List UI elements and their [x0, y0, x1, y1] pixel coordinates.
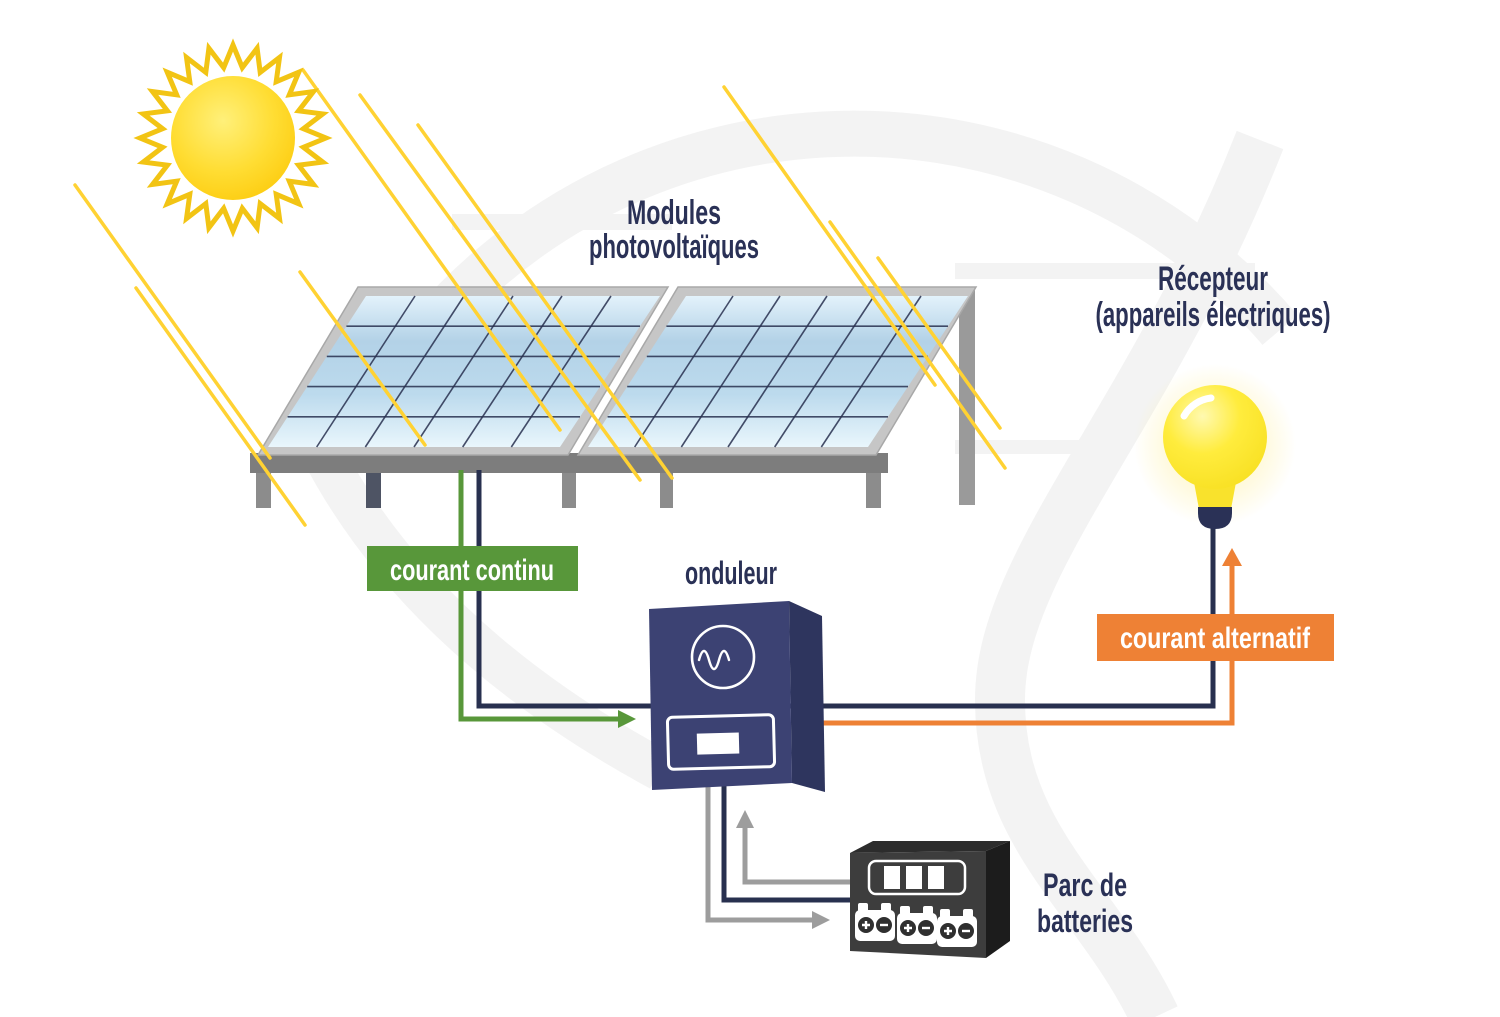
sun-spike-ring	[133, 38, 333, 238]
green-arrowhead	[618, 710, 636, 728]
battery-indicator-cell	[884, 866, 900, 889]
panel-grid-line	[820, 295, 922, 448]
sun-body	[171, 76, 295, 200]
sun-ray	[416, 123, 674, 480]
battery-label-line1: Parc de	[1043, 867, 1127, 903]
panel-grid-line	[413, 295, 514, 448]
ac-label-box	[1097, 614, 1334, 661]
panel-grid-line	[364, 295, 465, 448]
sun-ray	[134, 286, 307, 527]
flow-arrowheads	[618, 548, 1242, 929]
sun-ray	[298, 270, 427, 447]
battery-bank	[850, 841, 1010, 958]
gray-up-arrowhead	[736, 810, 754, 828]
panel-grid-line	[315, 295, 416, 448]
sun-ray	[876, 256, 1002, 430]
watermark-bar	[955, 440, 1105, 454]
gray-right-arrowhead	[812, 911, 830, 929]
solar-panel-array	[256, 286, 978, 456]
inverter-box	[649, 601, 825, 792]
battery-label-line2: batteries	[1037, 903, 1133, 939]
support-post-right	[959, 289, 975, 505]
bulb-highlight	[1180, 394, 1215, 420]
watermark-swoosh-right	[974, 130, 1284, 1017]
inverter-to-battery-line	[705, 780, 814, 923]
battery-indicator-frame	[867, 859, 967, 896]
plus-glyph	[944, 927, 952, 935]
battery-icons	[855, 903, 977, 947]
plus-glyph	[904, 924, 912, 932]
inverter-display-frame	[665, 713, 777, 771]
panel-grid-line	[727, 295, 828, 448]
sine-wave-path	[697, 649, 731, 671]
battery-terminal	[900, 906, 910, 915]
support-leg-dark	[366, 473, 381, 508]
battery-indicator-cell	[928, 866, 944, 889]
panel-grid-line	[680, 295, 781, 448]
sine-wave-icon	[690, 624, 756, 690]
lightbulb-icon	[1107, 337, 1323, 553]
support-leg	[866, 473, 881, 508]
inverter-side	[789, 601, 825, 792]
panel-grid-line	[633, 295, 734, 448]
support-leg	[660, 473, 673, 508]
inverter-label: onduleur	[685, 555, 777, 591]
support-leg	[256, 473, 271, 508]
panel-grid-2	[607, 295, 948, 448]
support-leg	[562, 473, 576, 508]
sun-ray	[828, 220, 1007, 470]
bulb-base	[1198, 507, 1232, 529]
battery-icon	[897, 906, 937, 944]
battery-side	[986, 841, 1010, 958]
battery-to-inverter-line	[742, 824, 850, 885]
sun-rays-icon	[73, 68, 1007, 527]
battery-terminal	[858, 903, 868, 912]
battery-terminal	[940, 909, 950, 918]
panel-grid-line	[461, 295, 563, 448]
watermark-bar	[955, 263, 1255, 279]
sun-ray	[358, 93, 642, 482]
watermark-band-left	[303, 442, 671, 789]
battery-terminal	[881, 903, 891, 912]
battery-terminal	[923, 906, 933, 915]
sun-ray	[73, 183, 272, 460]
inverter-display	[665, 713, 777, 771]
connection-lines	[458, 470, 1235, 923]
sun-icon	[133, 38, 333, 238]
watermark-bar	[452, 214, 672, 230]
diagram-labels: Modules photovoltaïques Récepteur (appar…	[390, 194, 1331, 939]
dc-label-text: courant continu	[390, 554, 554, 587]
sun-ray	[722, 85, 937, 387]
modules-label-line1: Modules	[627, 194, 721, 232]
dc-label-box	[367, 546, 578, 591]
bulb-globe	[1163, 385, 1267, 489]
inverter-display-screen	[696, 732, 740, 755]
panel-grid-line	[773, 295, 875, 448]
battery-icon	[937, 909, 977, 947]
inverter-front	[649, 601, 792, 790]
plus-glyph	[862, 921, 870, 929]
orange-arrowhead	[1222, 548, 1242, 566]
ac-label-text: courant alternatif	[1120, 622, 1311, 655]
battery-indicator-cell	[906, 866, 922, 889]
modules-label-line2: photovoltaïques	[589, 228, 759, 266]
inverter-battery-navy-line	[721, 780, 852, 903]
flow-label-boxes	[367, 546, 1334, 661]
sun-ray	[301, 68, 562, 432]
battery-icon	[855, 903, 895, 941]
receptor-label-line2: (appareils électriques)	[1096, 296, 1331, 334]
receptor-label-line1: Récepteur	[1158, 260, 1268, 298]
dc-ac-navy-line	[476, 470, 1216, 709]
battery-top	[850, 841, 1010, 853]
panel-mounting-structure	[250, 289, 975, 508]
battery-terminal	[963, 909, 973, 918]
support-rail	[250, 453, 888, 473]
